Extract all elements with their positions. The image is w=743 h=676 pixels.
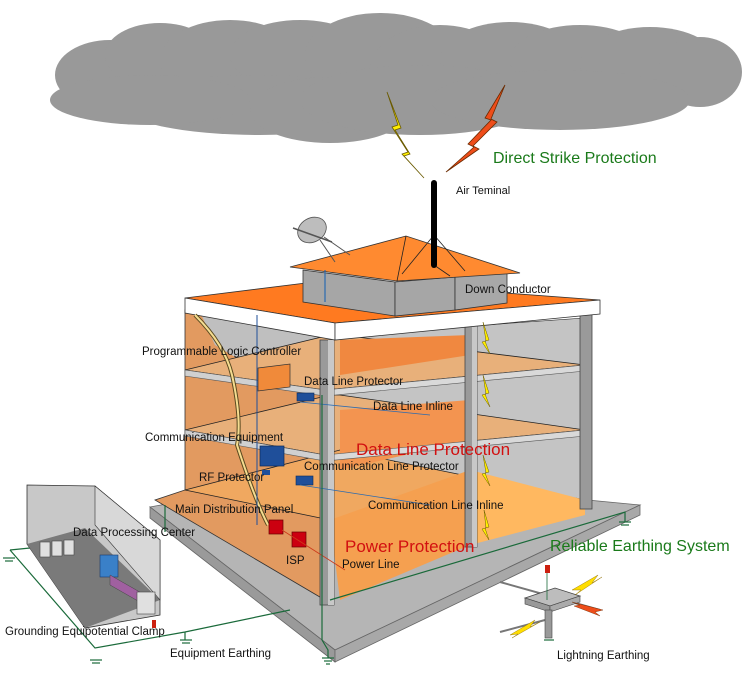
storm-cloud-icon [50, 13, 742, 143]
rf-protector-device [262, 470, 270, 475]
label-main-distribution-panel: Main Distribution Panel [175, 504, 294, 516]
server-rack [39, 541, 51, 558]
lightning-bolt-icon [445, 84, 506, 173]
section-data-line: Data Line Protection [356, 440, 511, 459]
label-isp: ISP [286, 555, 305, 567]
air-terminal [431, 180, 437, 268]
label-lightning-earthing: Lightning Earthing [557, 650, 650, 662]
communication-line-protector-device [295, 475, 314, 486]
data-line-protector-device [296, 392, 315, 402]
label-communication-line-protector: Communication Line Protector [304, 461, 459, 473]
workstation [99, 554, 119, 578]
label-equipment-earthing: Equipment Earthing [170, 648, 272, 660]
isp-device [291, 531, 307, 548]
label-communication-line-inline: Communication Line Inline [368, 500, 504, 512]
grounding-clamp-device [152, 620, 156, 628]
label-down-conductor: Down Conductor [465, 284, 551, 296]
lightning-earthing-pit [499, 565, 604, 639]
section-direct-strike: Direct Strike Protection [493, 150, 657, 167]
communication-equipment-device [259, 445, 285, 467]
lightning-bolt-icon [386, 91, 425, 179]
label-communication-equipment: Communication Equipment [145, 432, 284, 444]
lightning-bolt-icon [481, 321, 491, 541]
ground-symbol-icon [3, 521, 631, 665]
label-data-processing-center: Data Processing Center [73, 527, 196, 539]
label-rf-protector: RF Protector [199, 472, 265, 484]
label-plc: Programmable Logic Controller [142, 346, 302, 358]
label-grounding-clamp: Grounding Equipotential Clamp [5, 626, 165, 638]
section-power: Power Protection [345, 537, 475, 556]
label-data-line-protector: Data Line Protector [304, 376, 404, 388]
satellite-dish-icon [292, 216, 351, 263]
label-power-line: Power Line [342, 559, 400, 571]
label-air-terminal: Air Teminal [456, 185, 511, 197]
label-data-line-inline: Data Line Inline [373, 401, 453, 413]
penthouse-roof [289, 235, 521, 282]
plc-device [257, 363, 291, 392]
section-earthing: Reliable Earthing System [550, 538, 730, 555]
column [579, 313, 593, 510]
isp-device [268, 519, 284, 535]
